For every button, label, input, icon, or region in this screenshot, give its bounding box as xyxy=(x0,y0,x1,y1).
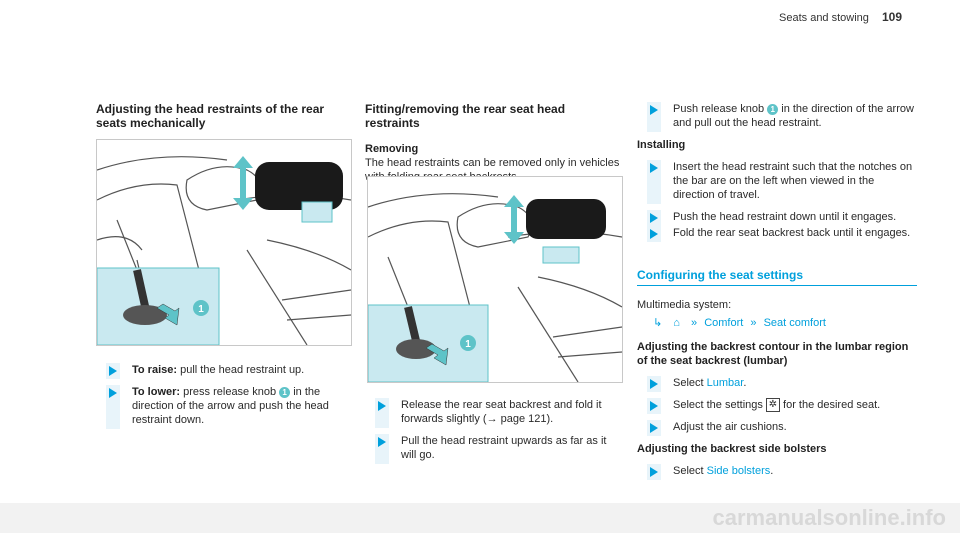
step-arrow-icon xyxy=(650,423,658,434)
illustration-rear-seat-2: 1 xyxy=(367,176,623,383)
step-raise-label: To raise: xyxy=(132,364,178,376)
step-arrow-icon xyxy=(650,229,658,239)
install-step-3: Fold the rear seat backrest back until i… xyxy=(637,226,917,242)
install-step-2: Push the head restraint down until it en… xyxy=(637,210,917,226)
step-arrow-icon xyxy=(378,437,386,447)
step-pull-restraint: Pull the head restraint upwards as far a… xyxy=(365,434,621,464)
page-number: 109 xyxy=(881,10,902,24)
callout-1-text-2: 1 xyxy=(465,339,471,350)
column-1: Adjusting the head restraints of the rea… xyxy=(96,102,352,130)
path-comfort: Comfort xyxy=(704,317,744,329)
step-arrow-icon xyxy=(650,105,658,115)
multimedia-label: Multimedia system: xyxy=(637,299,732,311)
step-lower-label: To lower: xyxy=(132,386,181,398)
step-text-before: Push release knob xyxy=(673,103,765,115)
step-text-after: in the direction of the arrow and pull o… xyxy=(673,103,914,129)
step-text: Select xyxy=(673,465,704,478)
step-arrow-icon xyxy=(650,467,658,478)
menu-path: ↳ ⌂ » Comfort » Seat comfort xyxy=(637,316,917,330)
head-restraint-adjust-title: Adjusting the head restraints of the rea… xyxy=(96,102,325,130)
installing-title: Installing xyxy=(637,139,686,151)
callout-1-text: 1 xyxy=(198,304,204,315)
step-raise-text: pull the head restraint up. xyxy=(180,364,305,376)
step-release-backrest: Release the rear seat backrest and fold … xyxy=(365,398,621,428)
section-title: Seats and stowing xyxy=(779,12,869,24)
side-bolsters-link: Side bolsters xyxy=(706,465,771,478)
step-text: Insert the head restraint such that the … xyxy=(673,161,913,201)
page-header: Seats and stowing 109 xyxy=(779,10,902,25)
step-lower-text-after: in the direction of the arrow and push t… xyxy=(132,386,329,426)
step-arrow-icon xyxy=(650,213,658,223)
col2-steps: Release the rear seat backrest and fold … xyxy=(365,390,621,464)
callout-1-marker xyxy=(193,300,209,316)
removing-subtitle: Removing xyxy=(365,143,419,155)
step-lower-text-before: press release knob xyxy=(183,386,277,398)
watermark-bar: carmanualsonline.info xyxy=(0,503,960,533)
lumbar-title: Adjusting the backrest contour in the lu… xyxy=(637,341,909,367)
col1-steps: To raise: pull the head restraint up. To… xyxy=(96,355,352,429)
home-icon: ⌂ xyxy=(673,317,680,329)
step-arrow-icon xyxy=(650,401,658,411)
settings-gear-icon: ✲ xyxy=(765,398,780,413)
release-knob-callout: 1 xyxy=(767,103,779,115)
lumbar-step-2: Select the settings ✲ for the desired se… xyxy=(637,398,917,415)
step-push-knob: Push release knob 1 in the direction of … xyxy=(637,102,917,132)
rear-seat-drawing-2: 1 xyxy=(368,193,622,382)
step-text-after: for the desired seat. xyxy=(783,399,881,411)
step-text: Fold the rear seat backrest back until i… xyxy=(673,227,911,239)
release-knob-callout: 1 xyxy=(279,386,291,398)
step-arrow-icon xyxy=(378,401,386,411)
step-arrow-icon xyxy=(650,163,658,173)
fitting-removing-title: Fitting/removing the rear seat head rest… xyxy=(365,102,566,130)
column-3: Push release knob 1 in the direction of … xyxy=(637,102,917,481)
step-text-after: . xyxy=(770,465,774,478)
step-raise: To raise: pull the head restraint up. xyxy=(96,363,352,379)
step-text: Select the settings xyxy=(673,399,763,411)
step-arrow-icon xyxy=(109,388,117,398)
column-2: Fitting/removing the rear seat head rest… xyxy=(365,102,621,184)
step-arrow-icon xyxy=(650,379,658,389)
config-section-title: Configuring the seat settings xyxy=(637,268,917,286)
return-arrow-icon: ↳ xyxy=(653,317,663,329)
step-text: Release the rear seat backrest and fold … xyxy=(401,399,602,425)
step-lower: To lower: press release knob 1 in the di… xyxy=(96,385,352,429)
bolsters-step: Select Side bolsters. xyxy=(637,464,917,481)
lumbar-link: Lumbar xyxy=(706,377,744,389)
watermark-text: carmanualsonline.info xyxy=(712,505,947,530)
double-chevron-icon: » xyxy=(691,317,698,329)
lumbar-step-1: Select Lumbar. xyxy=(637,376,917,392)
step-text: Push the head restraint down until it en… xyxy=(673,211,897,223)
illustration-rear-seat-1: 1 xyxy=(96,139,352,346)
step-arrow-icon xyxy=(109,366,117,376)
bolsters-title: Adjusting the backrest side bolsters xyxy=(637,443,827,456)
double-chevron-icon: » xyxy=(750,317,757,329)
path-seat-comfort: Seat comfort xyxy=(763,317,826,329)
head-restraint-shape xyxy=(255,162,343,210)
rear-seat-drawing: 1 xyxy=(97,156,351,345)
step-text: Adjust the air cushions. xyxy=(673,421,787,434)
lumbar-step-3: Adjust the air cushions. xyxy=(637,420,917,437)
step-text: Pull the head restraint upwards as far a… xyxy=(401,435,607,461)
step-text-after: . xyxy=(743,377,747,389)
step-text: Select xyxy=(673,377,704,389)
install-step-1: Insert the head restraint such that the … xyxy=(637,160,917,204)
